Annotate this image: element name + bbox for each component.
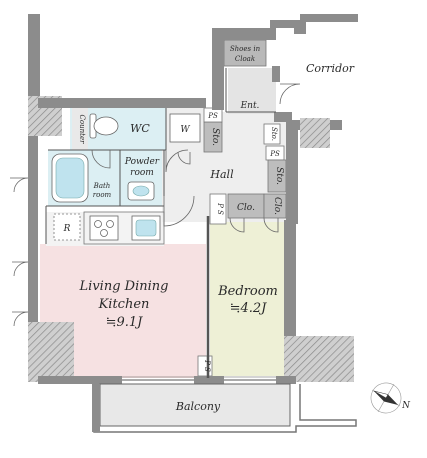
entrance-label: Ent. — [240, 101, 260, 111]
corridor-label: Corridor — [306, 62, 355, 75]
balcony-floor — [100, 384, 290, 426]
right-step-hatch — [300, 118, 330, 148]
bedroom-label: Bedroom — [217, 284, 278, 299]
powder-label-2: room — [130, 168, 154, 178]
bottom-wall-mid — [194, 376, 224, 384]
bath-window — [10, 177, 29, 193]
wc-label: WC — [130, 122, 150, 135]
counter-floor — [72, 108, 88, 150]
bath-label-1: Bath — [93, 182, 111, 190]
shoes-cloak-label-1: Shoes in — [230, 45, 261, 53]
burner-3 — [100, 229, 108, 237]
left-wall — [28, 106, 38, 382]
bottom-wall-left — [38, 376, 122, 384]
balcony-wall-left — [92, 384, 100, 432]
sto-2-label: Sto. — [270, 127, 278, 141]
right-wall-upper — [286, 120, 298, 224]
washer-label: W — [180, 125, 190, 135]
entrance-left-wall — [212, 30, 224, 110]
entrance-bottom-wall — [274, 112, 292, 122]
balcony-label: Balcony — [175, 400, 221, 413]
stove — [89, 215, 119, 241]
powder-label-1: Powder — [124, 157, 160, 167]
burner-1 — [94, 220, 102, 228]
bedroom-size: ≒4.2J — [230, 301, 268, 316]
sto-3-label: Sto. — [274, 167, 284, 185]
bottom-wall-right — [276, 376, 296, 384]
sto-1-label: Sto. — [210, 128, 220, 146]
bathtub-inner — [55, 157, 85, 199]
toilet-bowl — [93, 116, 119, 136]
entrance-top-wall — [212, 28, 274, 40]
clo-2-label: Clo. — [272, 197, 282, 215]
left-window-1 — [12, 261, 29, 277]
ps-3-box — [209, 193, 227, 225]
entrance-floor — [228, 68, 276, 114]
hall-ldk-door[interactable] — [163, 195, 195, 227]
bedroom-floor — [210, 220, 284, 376]
shoes-cloak-label-2: Cloak — [235, 55, 255, 63]
ps-3-label: P S — [216, 202, 224, 215]
burner-2 — [106, 220, 114, 228]
left-wall-top — [28, 14, 40, 106]
powder-sink-basin — [132, 185, 150, 197]
ldk-size: ≒9.1J — [106, 315, 144, 330]
powder-door[interactable] — [91, 149, 111, 169]
ps-1-label: PS — [207, 112, 218, 120]
balcony-rail — [93, 384, 357, 433]
clo-1-label: Clo. — [237, 203, 255, 213]
entrance-side-wall — [272, 66, 280, 82]
corridor-wall — [270, 14, 358, 40]
sto-2-box — [263, 123, 281, 145]
top-wall — [38, 98, 206, 108]
bath-label-2: room — [93, 191, 112, 199]
left-bottom-hatch — [28, 322, 74, 382]
entrance-door[interactable] — [279, 83, 301, 105]
wc-door[interactable] — [165, 149, 189, 173]
closet-door[interactable] — [263, 217, 279, 233]
left-window-2 — [12, 311, 29, 327]
kitchen-sink-basin — [135, 219, 157, 237]
right-bottom-hatch — [284, 336, 354, 382]
ldk-label-1: Living Dining — [79, 279, 169, 294]
hall-label: Hall — [209, 168, 234, 181]
ps-2-label: PS — [269, 150, 280, 158]
counter-label: Counter — [78, 115, 86, 145]
refrigerator-box — [53, 213, 81, 241]
ldk-label-2: Kitchen — [98, 297, 150, 312]
ps-4-label: P S — [203, 359, 211, 372]
kitchen-counter — [83, 211, 165, 245]
bedroom-door[interactable] — [229, 217, 245, 233]
compass-north-label: N — [401, 401, 411, 411]
refrigerator-label: R — [63, 224, 71, 234]
washer-box — [169, 113, 201, 143]
compass-icon — [370, 382, 402, 414]
sto-1-door[interactable] — [177, 151, 191, 165]
